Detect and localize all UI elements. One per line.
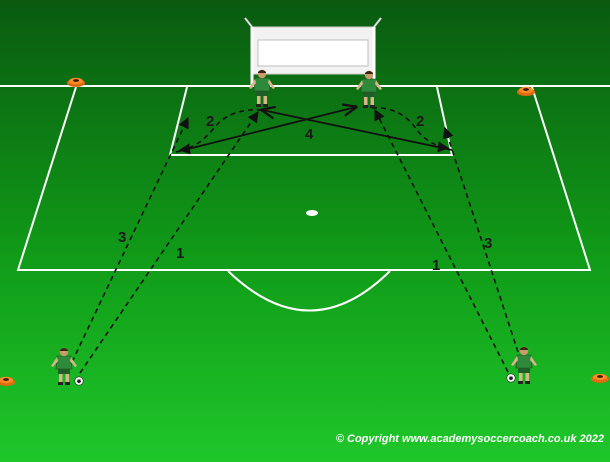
penalty-arc — [227, 270, 391, 312]
penalty-spot — [306, 210, 318, 216]
label-run-right: 3 — [484, 235, 492, 252]
pass-right-2 — [371, 107, 450, 153]
label-pass-left-lower: 1 — [176, 245, 184, 262]
label-pass-right-lower: 1 — [432, 257, 440, 274]
pass-left-2 — [178, 109, 263, 155]
pass-right-1 — [374, 109, 509, 373]
cross-movement — [175, 107, 453, 153]
run-left-3 — [71, 116, 189, 363]
label-cross-center: 4 — [305, 126, 314, 143]
pitch-markings — [0, 85, 610, 312]
dashed-runs — [71, 107, 519, 374]
pass-left-1 — [79, 111, 259, 374]
copyright-text: © Copyright www.academysoccercoach.co.uk… — [336, 433, 604, 445]
ball-icon — [74, 376, 84, 386]
label-pass-left-upper: 2 — [206, 113, 214, 130]
ball-icon — [506, 373, 516, 383]
label-pass-right-upper: 2 — [416, 113, 424, 130]
label-run-left: 3 — [118, 229, 126, 246]
penalty-box — [16, 86, 592, 271]
run-right-3 — [442, 126, 519, 353]
goal — [244, 17, 382, 86]
six-yard-box — [168, 86, 454, 156]
